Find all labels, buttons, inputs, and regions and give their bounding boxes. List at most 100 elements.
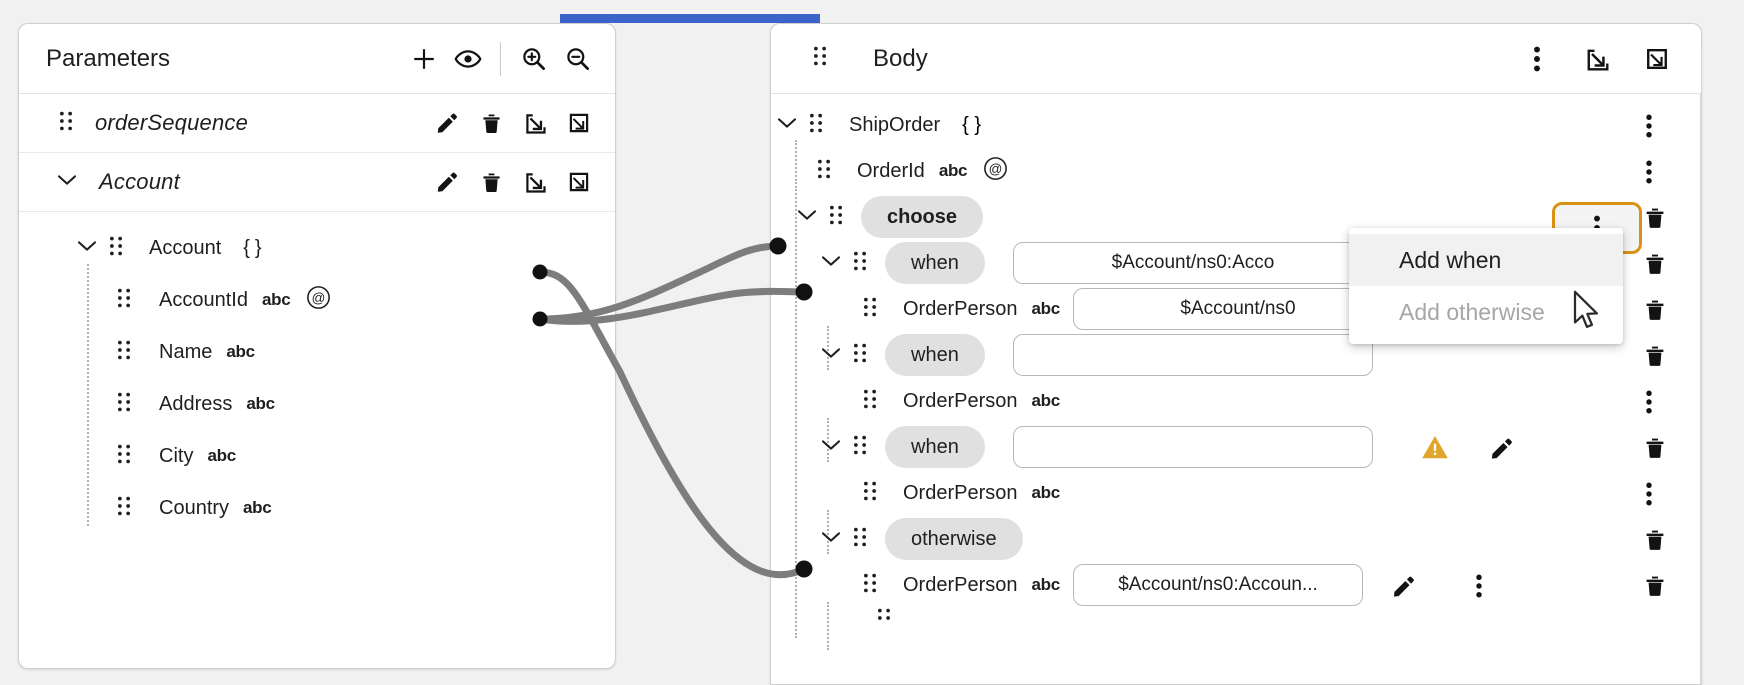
- expand-all-button[interactable]: [557, 101, 601, 145]
- tree-row[interactable]: OrderPerson abc: [771, 378, 1701, 424]
- drag-handle-icon[interactable]: [877, 608, 891, 632]
- when-pill[interactable]: when: [885, 334, 985, 376]
- delete-row-button[interactable]: [1633, 242, 1677, 286]
- tree-row-choose[interactable]: choose: [771, 194, 1701, 240]
- when-pill[interactable]: when: [885, 426, 985, 468]
- delete-parameter-button[interactable]: [469, 160, 513, 204]
- when-condition-input[interactable]: $Account/ns0:Acco: [1013, 242, 1373, 284]
- chevron-down-icon[interactable]: [821, 346, 841, 365]
- choose-context-menu: Add when Add otherwise: [1349, 228, 1623, 344]
- drag-handle-icon[interactable]: [117, 391, 131, 418]
- delete-row-button[interactable]: [1633, 288, 1677, 332]
- tree-row[interactable]: AccountId abc @: [19, 274, 615, 326]
- choose-pill[interactable]: choose: [861, 196, 984, 238]
- chevron-down-icon[interactable]: [821, 438, 841, 457]
- toolbar-divider: [500, 41, 501, 76]
- edit-row-button[interactable]: [1479, 426, 1523, 470]
- row-more-options-button[interactable]: [1457, 564, 1501, 608]
- tree-row[interactable]: Name abc: [19, 326, 615, 378]
- parameters-panel-header: Parameters: [19, 24, 615, 94]
- chevron-down-icon[interactable]: [77, 239, 97, 258]
- chevron-down-icon[interactable]: [797, 208, 817, 227]
- value-input[interactable]: $Account/ns0:Accoun...: [1073, 564, 1363, 606]
- drag-handle-icon[interactable]: [109, 235, 123, 262]
- row-more-options-button[interactable]: [1627, 472, 1671, 516]
- tree-row[interactable]: OrderPerson abc $Account/ns0: [771, 286, 1701, 332]
- row-more-options-button[interactable]: [1627, 104, 1671, 148]
- tree-row-label: OrderPerson: [903, 297, 1018, 320]
- when-condition-input[interactable]: [1013, 426, 1373, 468]
- add-parameter-button[interactable]: [402, 37, 446, 81]
- tree-row-when[interactable]: when $Account/ns0:Acco: [771, 240, 1701, 286]
- drag-handle-icon[interactable]: [853, 250, 867, 277]
- edit-parameter-button[interactable]: [425, 101, 469, 145]
- drag-handle-icon[interactable]: [853, 342, 867, 369]
- drag-handle-icon[interactable]: [117, 287, 131, 314]
- drag-handle-icon[interactable]: [117, 443, 131, 470]
- value-input[interactable]: $Account/ns0: [1073, 288, 1403, 330]
- zoom-out-icon[interactable]: [555, 37, 599, 81]
- when-pill[interactable]: when: [885, 242, 985, 284]
- delete-row-button[interactable]: [1633, 196, 1677, 240]
- tree-row[interactable]: OrderPerson abc $Account/ns0:Accoun...: [771, 562, 1701, 608]
- eye-icon[interactable]: [446, 37, 490, 81]
- chevron-down-icon[interactable]: [57, 173, 77, 192]
- row-more-options-button[interactable]: [1627, 380, 1671, 424]
- drag-handle-icon[interactable]: [863, 572, 877, 599]
- drag-handle-icon[interactable]: [117, 495, 131, 522]
- tree-row[interactable]: Country abc: [19, 482, 615, 534]
- tree-row[interactable]: Address abc: [19, 378, 615, 430]
- drag-handle-icon[interactable]: [863, 480, 877, 507]
- parameter-row-orderSequence[interactable]: orderSequence: [19, 94, 615, 153]
- collapse-all-button[interactable]: [513, 101, 557, 145]
- expand-all-button[interactable]: [557, 160, 601, 204]
- tree-row-label: OrderId: [857, 159, 925, 182]
- tree-row-partial[interactable]: [771, 608, 1701, 632]
- type-badge: abc: [1031, 483, 1061, 502]
- parameter-row-Account[interactable]: Account: [19, 153, 615, 212]
- drag-handle-icon[interactable]: [809, 112, 823, 139]
- tree-row[interactable]: Account { }: [19, 222, 615, 274]
- body-more-options-button[interactable]: [1515, 37, 1559, 81]
- drag-handle-icon[interactable]: [817, 158, 831, 185]
- drag-handle-icon[interactable]: [853, 526, 867, 553]
- delete-row-button[interactable]: [1633, 426, 1677, 470]
- tree-guide-line: [87, 264, 89, 526]
- collapse-all-button[interactable]: [513, 160, 557, 204]
- tree-row-label: ShipOrder: [849, 113, 941, 136]
- svg-text:@: @: [312, 290, 326, 305]
- drag-handle-icon[interactable]: [853, 434, 867, 461]
- warning-icon[interactable]: [1421, 434, 1449, 465]
- delete-row-button[interactable]: [1633, 334, 1677, 378]
- zoom-in-icon[interactable]: [511, 37, 555, 81]
- otherwise-pill[interactable]: otherwise: [885, 518, 1023, 560]
- tree-row-when[interactable]: when: [771, 332, 1701, 378]
- drag-handle-icon[interactable]: [863, 388, 877, 415]
- tree-row[interactable]: City abc: [19, 430, 615, 482]
- edit-row-button[interactable]: [1381, 564, 1425, 608]
- drag-handle-icon[interactable]: [829, 204, 843, 231]
- edit-parameter-button[interactable]: [425, 160, 469, 204]
- drag-handle-icon[interactable]: [117, 339, 131, 366]
- tree-row-when[interactable]: when: [771, 424, 1701, 470]
- chevron-down-icon[interactable]: [821, 254, 841, 273]
- drag-handle-icon[interactable]: [813, 45, 827, 72]
- type-badge: { }: [962, 113, 982, 136]
- tree-row[interactable]: OrderPerson abc: [771, 470, 1701, 516]
- delete-row-button[interactable]: [1633, 564, 1677, 608]
- row-more-options-button[interactable]: [1627, 150, 1671, 194]
- attribute-icon: @: [983, 156, 1008, 186]
- when-condition-input[interactable]: [1013, 334, 1373, 376]
- drag-handle-icon[interactable]: [59, 110, 73, 137]
- delete-parameter-button[interactable]: [469, 101, 513, 145]
- drag-handle-icon[interactable]: [863, 296, 877, 323]
- delete-row-button[interactable]: [1633, 518, 1677, 562]
- tree-row-otherwise[interactable]: otherwise: [771, 516, 1701, 562]
- collapse-all-button[interactable]: [1575, 37, 1619, 81]
- chevron-down-icon[interactable]: [821, 530, 841, 549]
- menu-item-add-when[interactable]: Add when: [1349, 234, 1623, 286]
- chevron-down-icon[interactable]: [777, 116, 797, 135]
- expand-all-button[interactable]: [1635, 37, 1679, 81]
- tree-row[interactable]: OrderId abc @: [771, 148, 1701, 194]
- tree-row[interactable]: ShipOrder { }: [771, 102, 1701, 148]
